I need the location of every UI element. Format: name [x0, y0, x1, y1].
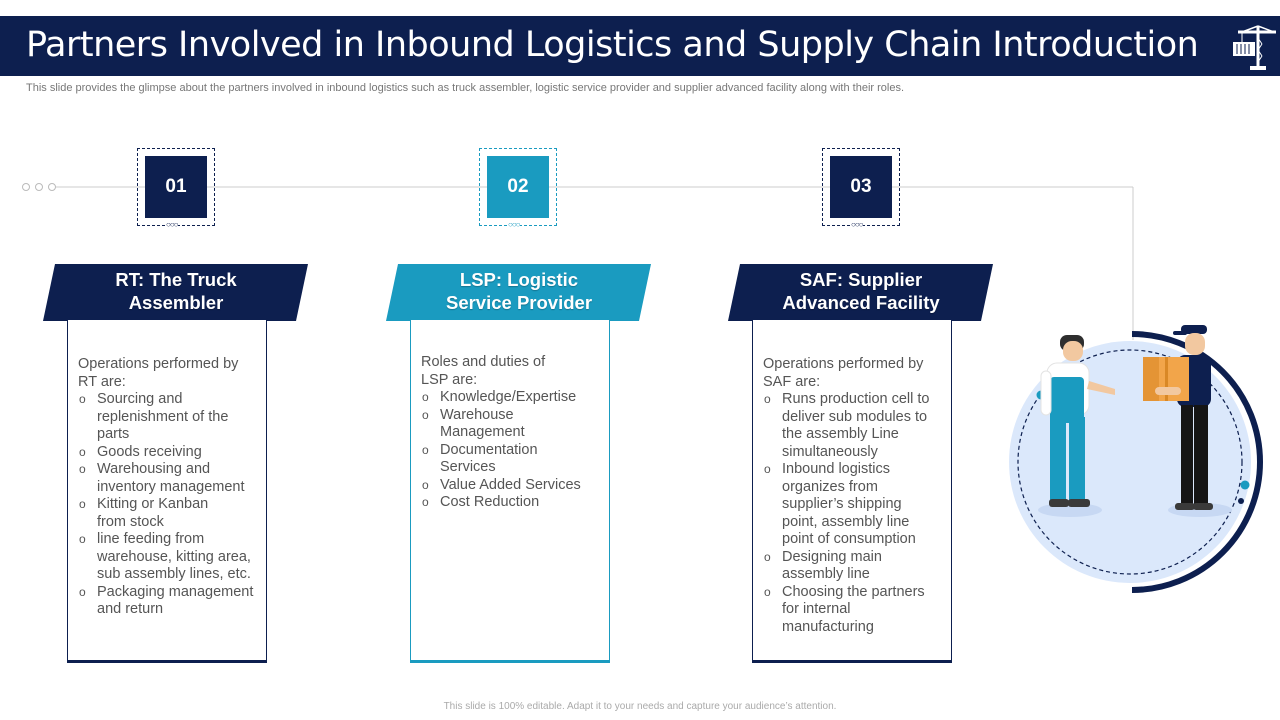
step-number-box: 01 ○○○ [137, 148, 215, 229]
partner-card: Roles and duties of LSP are: Knowledge/E… [410, 320, 610, 663]
slide-footer: This slide is 100% editable. Adapt it to… [443, 701, 837, 712]
list-item: Cost Reduction [421, 494, 611, 512]
partner-title-banner: SAF: Supplier Advanced Facility [728, 264, 994, 321]
dots-ornament: ○○○ [508, 220, 520, 229]
dots-ornament: ○○○ [851, 220, 863, 229]
header-bar: Partners Involved in Inbound Logistics a… [0, 16, 1280, 76]
card-list: Knowledge/Expertise WarehouseManagement … [421, 389, 611, 512]
step-number-box: 03 ○○○ [822, 148, 900, 229]
step-number-box: 02 ○○○ [479, 148, 557, 229]
dots-ornament: ○○○ [166, 220, 178, 229]
step-number: 03 [830, 156, 892, 218]
step-number: 01 [145, 156, 207, 218]
partner-title: LSP: Logistic Service Provider [445, 269, 593, 313]
delivery-handoff-illustration [1009, 325, 1263, 593]
partner-card: Operations performed by SAF are: Runs pr… [752, 320, 952, 663]
partner-title-banner: RT: The Truck Assembler [43, 264, 309, 321]
partner-card: Operations performed by RT are: Sourcing… [67, 320, 267, 663]
list-item: Knowledge/Expertise [421, 389, 611, 407]
card-intro: Roles and duties of LSP are: [421, 354, 546, 388]
card-intro: Operations performed by SAF are: [763, 356, 924, 390]
partner-title-banner: LSP: Logistic Service Provider [386, 264, 652, 321]
slide-description: This slide provides the glimpse about th… [26, 82, 905, 94]
page-title: Partners Involved in Inbound Logistics a… [26, 25, 1199, 65]
list-item: Value Added Services [421, 477, 611, 495]
list-item: Goods receiving [78, 444, 268, 462]
card-intro: Operations performed by RT are: [78, 356, 239, 390]
crane-container-icon [1233, 25, 1276, 70]
partner-title: SAF: Supplier Advanced Facility [782, 269, 940, 313]
step-number: 02 [487, 156, 549, 218]
partner-title: RT: The Truck Assembler [115, 269, 237, 313]
